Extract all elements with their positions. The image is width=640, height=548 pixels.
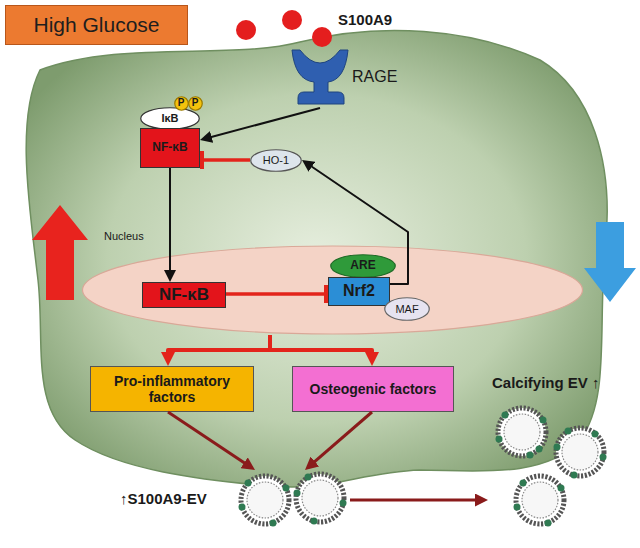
vesicle-membrane [241,476,289,524]
arrow-connector [204,108,320,139]
response-element-oval: ARE [330,254,396,278]
vesicle-protein [270,520,277,527]
node-label: MAF [395,303,418,316]
vesicle-protein [294,490,301,497]
oval-shape [141,108,200,130]
vesicle [514,476,565,527]
vesicle-protein [545,520,552,527]
vesicle [239,476,290,527]
vesicle-inner [302,480,338,516]
oval-shape [331,255,396,278]
node-label: Osteogenic factors [310,381,437,397]
nucleus-shape [83,246,583,334]
title-box: High Glucose [5,5,188,45]
node-label: HO-1 [263,154,289,167]
node-label: NF-κB [159,285,209,305]
node-label: ARE [350,259,375,273]
cofactor-oval: MAF [384,297,430,321]
arrow-connector [169,168,171,278]
vesicle-protein [592,431,599,438]
vesicle-protein [571,472,578,479]
vesicle-protein [558,485,565,492]
vesicle-protein [340,500,347,507]
vesicle-membrane [516,476,564,524]
vesicle-inner [562,434,598,470]
arrow-connector [305,162,408,284]
increase-arrow [32,205,88,300]
arrow-connector [308,412,372,467]
vesicle-protein [239,504,246,511]
oval-shape [385,298,430,321]
ligand-dot [282,10,302,30]
vesicle-inner [504,414,540,450]
label-holder: S100A9 [338,11,392,29]
vesicle-protein [540,417,547,424]
vesicle [496,408,547,459]
vesicle-protein [245,480,252,487]
ligand-dot [312,27,332,47]
connectors [168,108,484,500]
vesicle-protein [565,428,572,435]
vesicle-protein [305,474,312,481]
factor-box: Osteogenic factors [292,366,454,412]
inhibition-connector [226,292,326,296]
node-label: IκB [161,112,178,125]
vesicle-group: ↑S100A9-EV [118,470,350,528]
title-text: High Glucose [33,13,159,37]
node-label: P [178,97,185,109]
vesicle-protein [527,452,534,459]
vesicle [554,428,607,479]
vesicle-inner [522,482,558,518]
vesicle-protein [514,504,521,511]
phosphate-circle: P [174,96,189,111]
transcription-factor-box: NF-κB [142,282,226,308]
node-label: Pro-inflammatory factors [91,373,253,405]
node-label: Nrf2 [343,282,375,300]
oval-shape [188,96,202,110]
vesicle-protein [600,454,607,461]
enzyme-oval: HO-1 [250,149,302,172]
receptor-node: RAGE [288,46,400,108]
vesicle-inner [247,482,283,518]
vesicle-protein [502,412,509,419]
oval-shape [251,150,302,172]
vesicle-protein [536,446,543,453]
vesicle-membrane [556,428,604,476]
phosphate-circle: P [188,96,203,111]
oval-shape [174,96,188,110]
receptor-symbol [292,50,348,104]
node-label: Calcifying EV ↑ [492,374,626,391]
inhibition-connector [202,158,250,162]
vesicle-group: Calcifying EV ↑ [488,372,622,530]
node-label: RAGE [352,68,464,86]
arrow-connector [168,335,270,362]
vesicle-protein [311,518,318,525]
arrow-connector [350,499,484,502]
transcription-factor-box: NF-κB [140,128,200,168]
ligand-dot [236,20,256,40]
arrow-connector [168,412,252,468]
arrow-connector [270,335,372,362]
vesicle [294,474,347,525]
vesicle-membrane [296,474,344,522]
inhibitor-oval: IκB [140,107,200,130]
nucleus-region: NF-κBARENrf2MAFNucleus [80,228,585,335]
vesicle-protein [520,480,527,487]
vesicle-protein [496,436,503,443]
decrease-arrow [584,222,636,302]
molecule-label: S100A9 [338,11,392,28]
vesicle-protein [554,444,561,451]
transcription-factor-box: Nrf2 [328,277,390,306]
node-label: Nucleus [104,230,609,243]
node-label: NF-κB [152,141,187,155]
cell-body [26,30,607,487]
vesicle-protein [283,485,290,492]
vesicle-membrane [498,408,546,456]
node-label: ↑S100A9-EV [120,490,352,507]
factor-box: Pro-inflammatory factors [90,366,254,412]
node-label: P [192,97,199,109]
